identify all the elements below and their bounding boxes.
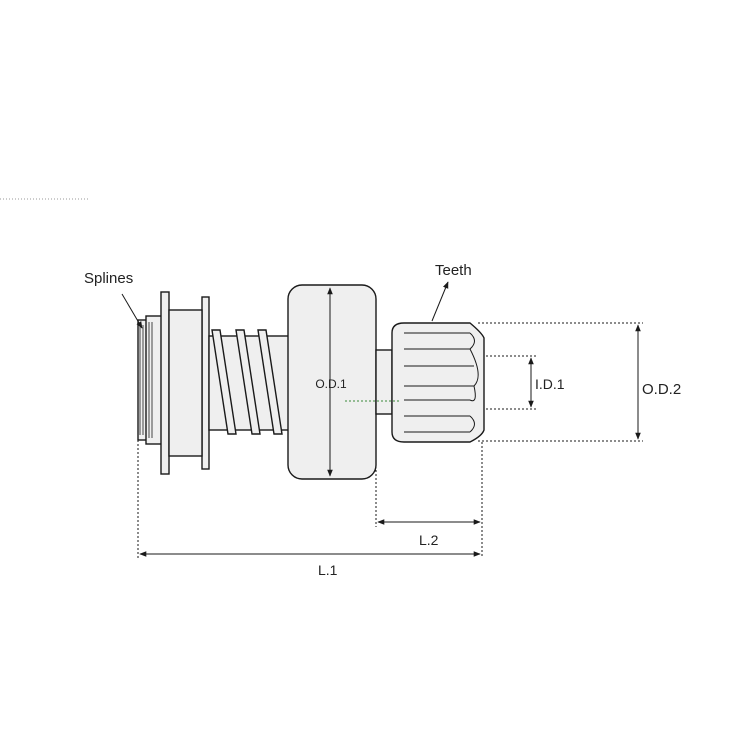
helical-spring (211, 329, 283, 435)
l2-label: L.2 (419, 532, 439, 548)
clutch-barrel (168, 309, 203, 457)
dimension-lines (121, 281, 643, 558)
teeth-label: Teeth (435, 262, 472, 279)
spline-hatch (139, 322, 153, 438)
splines-leader (121, 293, 143, 329)
flange-right (201, 296, 210, 470)
pinion-neck (375, 349, 393, 415)
flange-left (160, 291, 170, 475)
od2-label: O.D.2 (642, 381, 681, 398)
pinion-gear (391, 322, 485, 443)
l1-label: L.1 (318, 562, 338, 578)
splines-label: Splines (84, 270, 133, 287)
id1-label: I.D.1 (535, 376, 565, 392)
od1-label: O.D.1 (315, 377, 347, 391)
gear-teeth (404, 332, 479, 433)
teeth-leader (431, 281, 449, 322)
starter-drive-part (137, 284, 485, 480)
